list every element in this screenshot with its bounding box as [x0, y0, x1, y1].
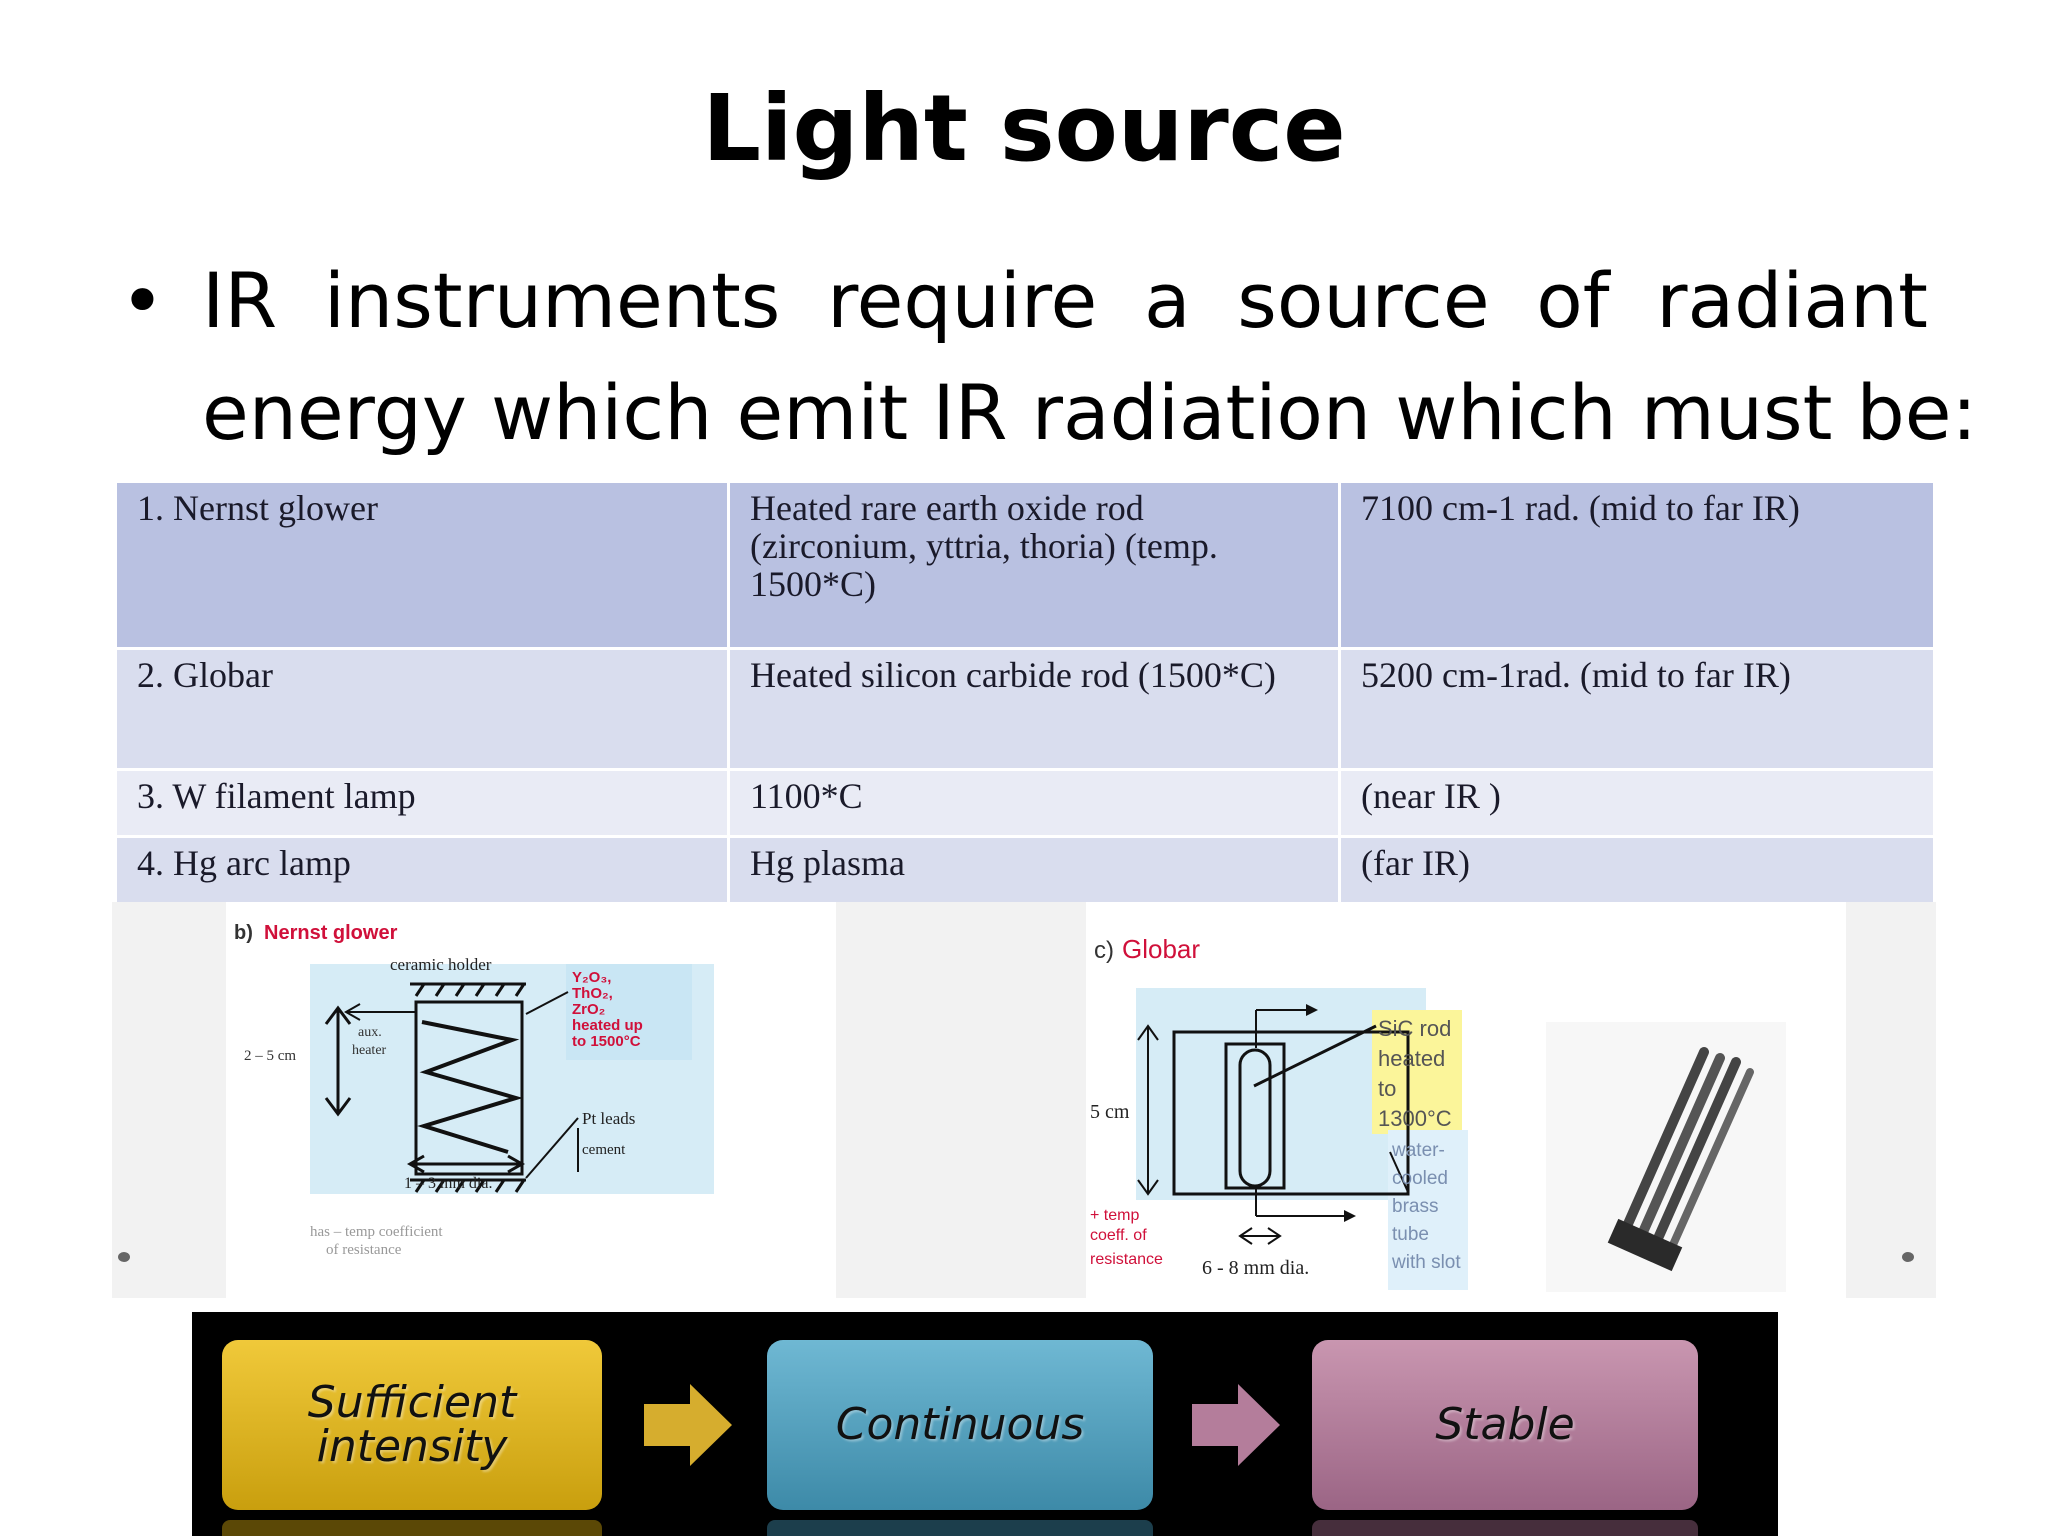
range-cell: (near IR ): [1338, 768, 1936, 838]
aux-label: aux.: [358, 1025, 382, 1040]
continuous-box: Continuous: [767, 1340, 1153, 1510]
source-cell: 3. W filament lamp: [114, 768, 730, 838]
description-cell: Heated silicon carbide rod (1500*C): [727, 647, 1341, 771]
cement-label: cement: [582, 1142, 626, 1158]
step-label: Sufficient: [307, 1377, 517, 1428]
glower-rod: [414, 1000, 524, 1176]
table-row: 4. Hg arc lamp Hg plasma (far IR): [114, 835, 1936, 905]
bullet-word: a: [1143, 256, 1191, 345]
ir-source-figure: b) Nernst glower ceramic holder aux. hea…: [112, 902, 1936, 1298]
source-cell: 1. Nernst glower: [114, 480, 730, 650]
tube-label-background: [1388, 1130, 1468, 1290]
bullet-word: of: [1536, 256, 1610, 345]
oxide-label: ZrO₂: [572, 1001, 605, 1018]
bullet-line-2: energy which emit IR radiation which mus…: [202, 368, 1978, 457]
oxide-label: Y₂O₃,: [572, 969, 611, 986]
ir-sources-table: 1. Nernst glower Heated rare earth oxide…: [114, 480, 1936, 905]
source-cell: 4. Hg arc lamp: [114, 835, 730, 905]
nernst-diameter-label: 1 – 3 mm dia.: [404, 1175, 492, 1192]
oxide-label: ThO₂,: [572, 985, 613, 1002]
stable-box: Stable: [1312, 1340, 1698, 1510]
range-cell: 7100 cm-1 rad. (mid to far IR): [1338, 480, 1936, 650]
tube-label: tube: [1392, 1224, 1429, 1245]
table-row: 2. Globar Heated silicon carbide rod (15…: [114, 647, 1936, 771]
step-label: Stable: [1435, 1399, 1575, 1450]
nernst-glower-drawing: b) Nernst glower ceramic holder aux. hea…: [234, 922, 714, 1258]
nernst-height-label: 2 – 5 cm: [244, 1048, 296, 1064]
nernst-label: Nernst glower: [264, 922, 398, 944]
top-holder-hatch: [410, 982, 526, 997]
globar-prefix: c): [1094, 937, 1114, 964]
tube-label: brass: [1392, 1196, 1438, 1217]
bullet-line-1: IR instruments require a source of radia…: [202, 245, 1928, 357]
nernst-glower-diagram: b) Nernst glower ceramic holder aux. hea…: [226, 902, 836, 1298]
table-row: 3. W filament lamp 1100*C (near IR ): [114, 768, 1936, 838]
source-cell: 2. Globar: [114, 647, 730, 771]
tube-label: with slot: [1391, 1252, 1461, 1273]
coeff-label: coeff. of: [1090, 1227, 1147, 1244]
slide-dot-icon: [1902, 1252, 1914, 1262]
globar-diagram: c) Globar 5 cm SiC rod heated to 1300°C …: [1086, 902, 1846, 1298]
sic-label: 1300°C: [1378, 1106, 1452, 1131]
heater-coil: [417, 1020, 524, 1154]
bullet-word: require: [827, 256, 1098, 345]
sufficient-intensity-box: Sufficient intensity: [222, 1340, 602, 1510]
bullet-dot-icon: •: [120, 256, 165, 345]
globar-label: Globar: [1122, 934, 1200, 964]
description-cell: 1100*C: [727, 768, 1341, 838]
heated-up-label: heated up: [572, 1017, 643, 1034]
reflection: [222, 1520, 602, 1536]
nernst-note: of resistance: [326, 1242, 402, 1258]
bullet-word: radiant: [1656, 256, 1928, 345]
ceramic-holder-label: ceramic holder: [390, 955, 492, 974]
pt-leads-label: Pt leads: [582, 1109, 635, 1128]
arrow-right-icon: [644, 1384, 732, 1466]
sic-label: SiC rod: [1378, 1016, 1451, 1041]
globar-drawing: c) Globar 5 cm SiC rod heated to 1300°C …: [1090, 934, 1786, 1292]
heater-label: heater: [352, 1043, 387, 1058]
tube-label: water-: [1391, 1140, 1445, 1161]
nernst-prefix: b): [234, 922, 253, 944]
slide-title: Light source: [702, 75, 1346, 182]
brass-tube: [1172, 1030, 1410, 1196]
arrow-right-icon: [1192, 1384, 1280, 1466]
reflection: [1312, 1520, 1698, 1536]
heated-to-label: to 1500°C: [572, 1033, 641, 1050]
bullet-word: instruments: [323, 256, 781, 345]
step-label: Continuous: [835, 1399, 1085, 1450]
range-cell: 5200 cm-1rad. (mid to far IR): [1338, 647, 1936, 771]
globar-height-label: 5 cm: [1090, 1101, 1130, 1123]
slide-dot-icon: [118, 1252, 130, 1262]
bottom-holder-hatch: [410, 1178, 526, 1193]
globar-rod-photo: [1546, 1022, 1786, 1292]
description-cell: Heated rare earth oxide rod (zirconium, …: [727, 480, 1341, 650]
coeff-label: resistance: [1090, 1251, 1163, 1268]
bullet-word: IR: [202, 256, 278, 345]
nernst-note: has – temp coefficient: [310, 1224, 443, 1240]
coeff-label: + temp: [1090, 1207, 1139, 1224]
bullet-word: source: [1237, 256, 1490, 345]
range-cell: (far IR): [1338, 835, 1936, 905]
table-row: 1. Nernst glower Heated rare earth oxide…: [114, 480, 1936, 650]
sic-label: heated: [1378, 1046, 1445, 1071]
reflection: [767, 1520, 1153, 1536]
step-label: intensity: [316, 1421, 508, 1472]
requirements-flow: Sufficient intensity Continuous Stable: [192, 1312, 1778, 1536]
sic-label: to: [1378, 1076, 1396, 1101]
tube-label: cooled: [1392, 1168, 1448, 1189]
oxide-label-background: [566, 964, 692, 1060]
globar-diameter-label: 6 - 8 mm dia.: [1202, 1257, 1309, 1279]
description-cell: Hg plasma: [727, 835, 1341, 905]
sic-rod: [1238, 1048, 1272, 1188]
